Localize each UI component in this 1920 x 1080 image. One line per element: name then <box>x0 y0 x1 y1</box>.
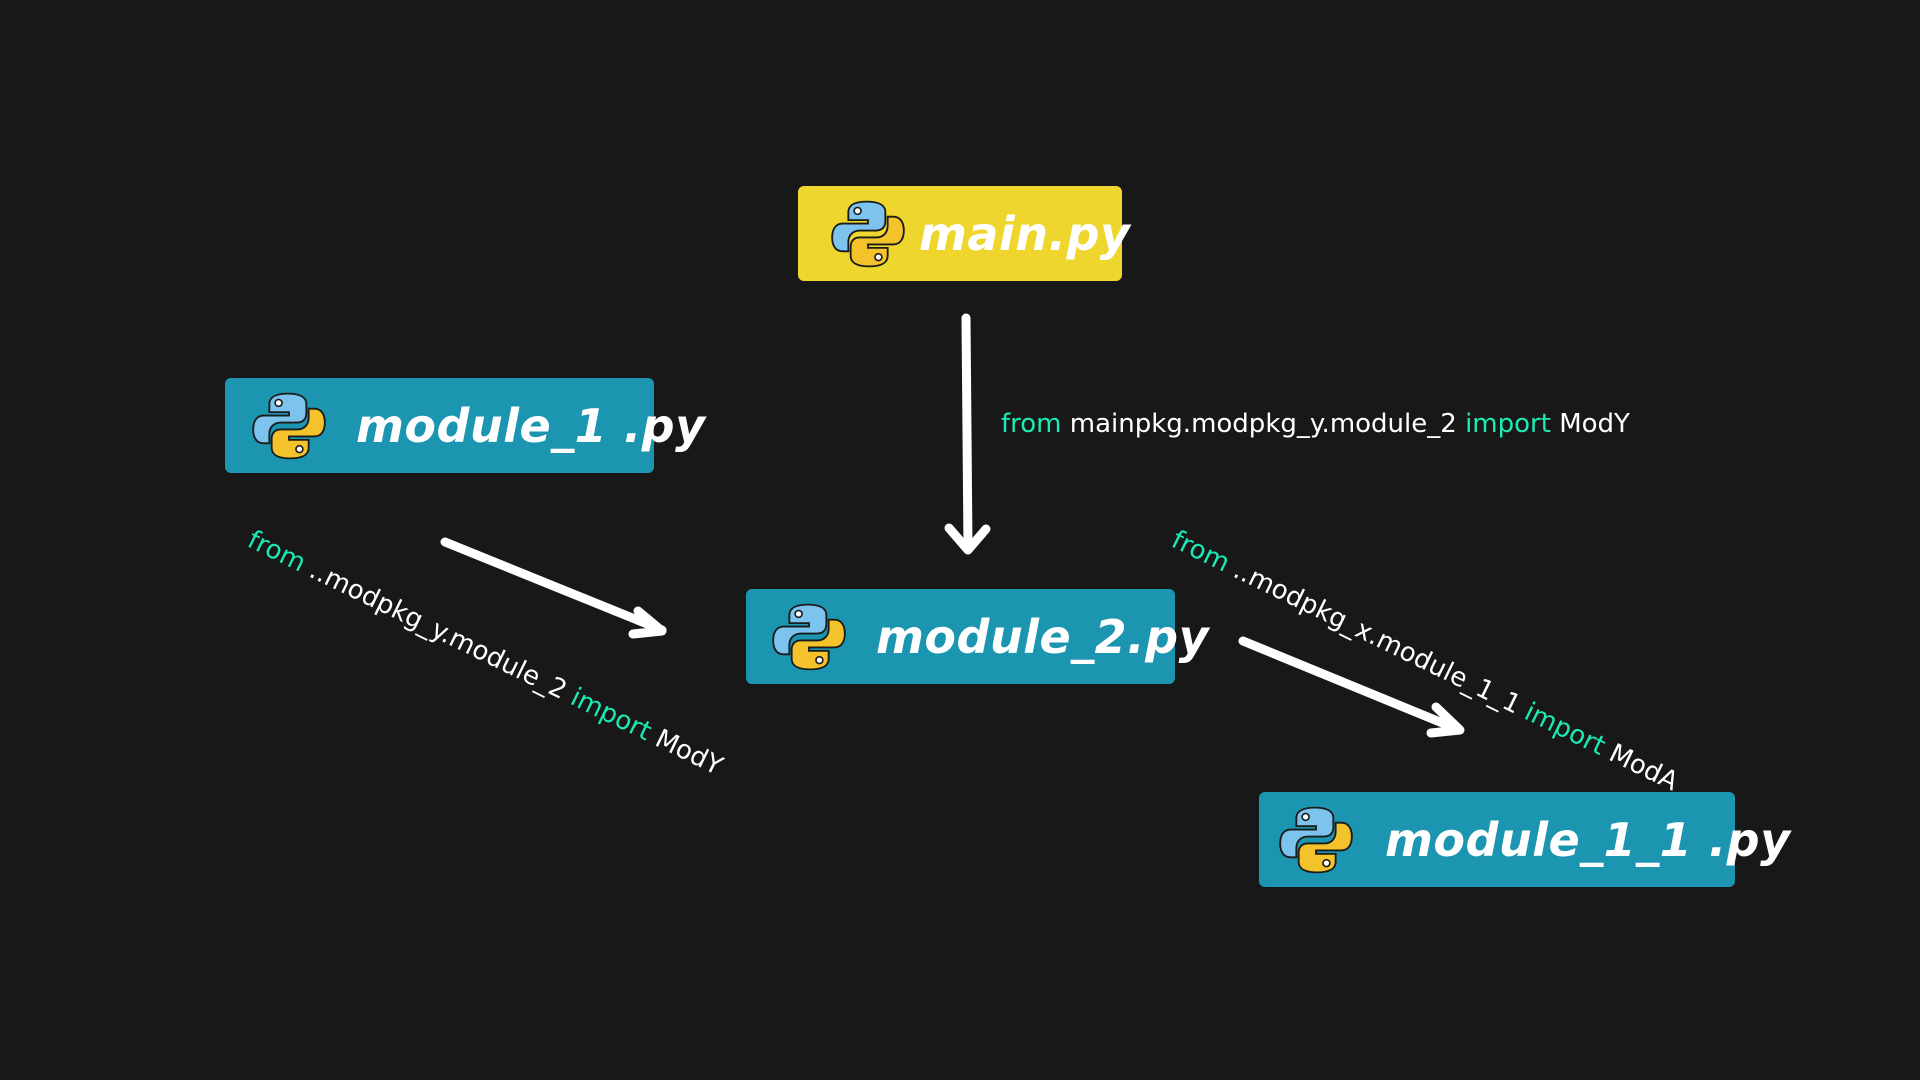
python-icon <box>772 603 846 670</box>
import-path: ..modpkg_y.module_2 <box>304 555 572 706</box>
keyword-import: import <box>1519 697 1611 762</box>
arrow-main-to-module-2 <box>944 313 991 555</box>
keyword-from: from <box>1166 525 1235 579</box>
node-module-1-1-py[interactable]: module_1_1 .py <box>1259 792 1790 887</box>
arrow-module-1-to-module-2 <box>440 537 667 639</box>
imported-name: ModY <box>1559 409 1630 439</box>
import-path: mainpkg.modpkg_y.module_2 <box>1069 409 1457 439</box>
imported-name: ModA <box>1604 738 1683 798</box>
keyword-import: import <box>1465 409 1551 439</box>
keyword-from: from <box>1001 409 1062 439</box>
node-label: module_2.py <box>876 609 1210 664</box>
edge-label-module-2-to-module-1-1: from ..modpkg_x.module_1_1 import ModA <box>1167 525 1683 797</box>
edge-label-module-1-to-module-2: from ..modpkg_y.module_2 import ModY <box>243 525 727 782</box>
imported-name: ModY <box>650 723 728 782</box>
keyword-import: import <box>565 682 657 748</box>
python-icon <box>831 200 905 267</box>
keyword-from: from <box>242 525 311 579</box>
edge-label-main-to-module-2: from mainpkg.modpkg_y.module_2 import Mo… <box>1001 409 1630 439</box>
python-icon <box>252 392 326 459</box>
import-path: ..modpkg_x.module_1_1 <box>1228 555 1526 721</box>
python-icon <box>1279 806 1353 873</box>
node-module-2-py[interactable]: module_2.py <box>746 589 1209 684</box>
node-label: module_1_1 .py <box>1385 812 1791 867</box>
node-label: module_1 .py <box>356 398 706 453</box>
node-label: main.py <box>919 206 1131 261</box>
node-main-py[interactable]: main.py <box>798 186 1130 281</box>
node-module-1-py[interactable]: module_1 .py <box>225 378 705 473</box>
